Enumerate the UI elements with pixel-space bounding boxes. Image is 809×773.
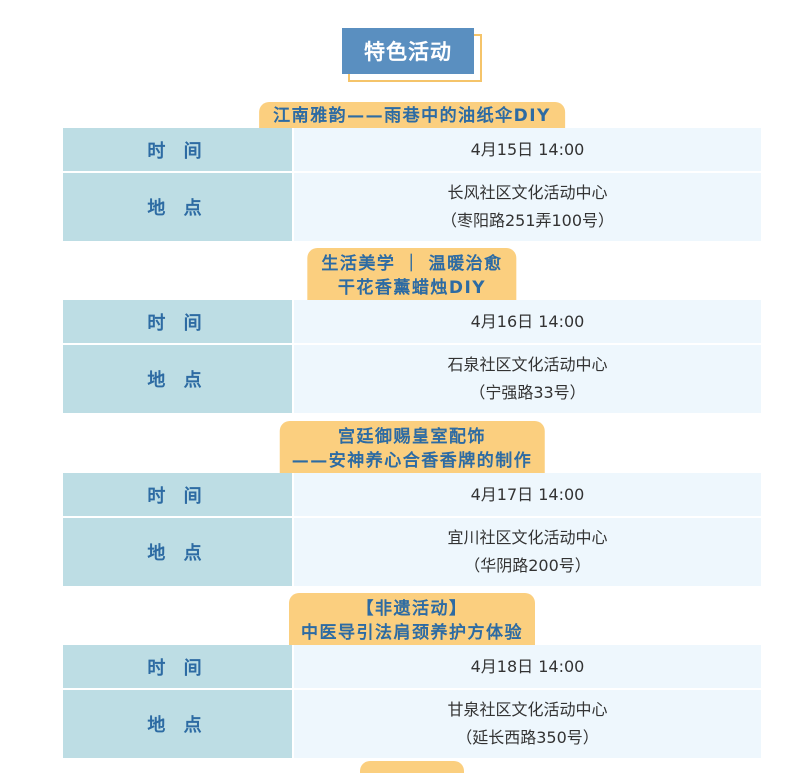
event-time: 4月15日 14:00 — [470, 139, 585, 159]
place-label: 地 点 — [63, 345, 292, 413]
time-label: 时 间 — [63, 473, 292, 516]
venue-address: （华阴路200号） — [464, 556, 591, 575]
event-time: 4月17日 14:00 — [470, 484, 585, 504]
venue-address: （延长西路350号） — [456, 728, 599, 747]
event-title-line: 江南雅韵——雨巷中的油纸伞DIY — [273, 106, 551, 126]
time-row: 时 间 4月18日 14:00 — [63, 645, 761, 688]
event-title-line: ——安神养心合香香牌的制作 — [291, 451, 533, 471]
time-label: 时 间 — [63, 128, 292, 171]
section-title: 特色活动 — [342, 28, 474, 74]
venue-name: 宜川社区文化活动中心 — [447, 528, 608, 547]
venue-name: 长风社区文化活动中心 — [447, 183, 608, 202]
section-header: 特色活动 — [342, 28, 482, 82]
place-label: 地 点 — [63, 690, 292, 758]
venue-name: 甘泉社区文化活动中心 — [447, 700, 608, 719]
venue-address: （宁强路33号） — [469, 383, 586, 402]
event-card: 【非遗活动】 中医导引法肩颈养护方体验 时 间 4月18日 14:00 地 点 … — [63, 593, 761, 758]
event-title-line: 宫廷御赐皇室配饰 — [338, 427, 486, 447]
place-value: 石泉社区文化活动中心 （宁强路33号） — [294, 345, 761, 413]
time-row: 时 间 4月17日 14:00 — [63, 473, 761, 516]
venue-name: 石泉社区文化活动中心 — [447, 355, 608, 374]
event-title-line: 生活美学 ｜ 温暖治愈 — [321, 254, 503, 274]
time-value: 4月17日 14:00 — [294, 473, 761, 516]
venue-address: （枣阳路251弄100号） — [440, 211, 615, 230]
time-value: 4月15日 14:00 — [294, 128, 761, 171]
time-row: 时 间 4月16日 14:00 — [63, 300, 761, 343]
event-card: 生活美学 ｜ 温暖治愈 干花香薰蜡烛DIY 时 间 4月16日 14:00 地 … — [63, 248, 761, 413]
place-row: 地 点 甘泉社区文化活动中心 （延长西路350号） — [63, 690, 761, 758]
place-label: 地 点 — [63, 173, 292, 241]
event-title-line: 【非遗活动】 — [356, 599, 468, 619]
event-title-line: 干花香薰蜡烛DIY — [337, 278, 487, 298]
time-row: 时 间 4月15日 14:00 — [63, 128, 761, 171]
place-row: 地 点 宜川社区文化活动中心 （华阴路200号） — [63, 518, 761, 586]
event-title: 江南雅韵——雨巷中的油纸伞DIY — [259, 102, 565, 128]
place-row: 地 点 长风社区文化活动中心 （枣阳路251弄100号） — [63, 173, 761, 241]
place-value: 长风社区文化活动中心 （枣阳路251弄100号） — [294, 173, 761, 241]
place-label: 地 点 — [63, 518, 292, 586]
event-title-line: 中医导引法肩颈养护方体验 — [301, 623, 523, 643]
event-time: 4月16日 14:00 — [470, 311, 585, 331]
time-label: 时 间 — [63, 645, 292, 688]
place-value: 宜川社区文化活动中心 （华阴路200号） — [294, 518, 761, 586]
time-label: 时 间 — [63, 300, 292, 343]
event-title: 生活美学 ｜ 温暖治愈 干花香薰蜡烛DIY — [307, 248, 517, 300]
event-time: 4月18日 14:00 — [470, 656, 585, 676]
event-card: 宫廷御赐皇室配饰 ——安神养心合香香牌的制作 时 间 4月17日 14:00 地… — [63, 421, 761, 586]
time-value: 4月16日 14:00 — [294, 300, 761, 343]
place-row: 地 点 石泉社区文化活动中心 （宁强路33号） — [63, 345, 761, 413]
event-title: 【非遗活动】 中医导引法肩颈养护方体验 — [289, 593, 535, 645]
event-card: 江南雅韵——雨巷中的油纸伞DIY 时 间 4月15日 14:00 地 点 长风社… — [63, 102, 761, 241]
event-title: 宫廷御赐皇室配饰 ——安神养心合香香牌的制作 — [279, 421, 545, 473]
place-value: 甘泉社区文化活动中心 （延长西路350号） — [294, 690, 761, 758]
next-event-title-tab — [360, 761, 464, 773]
time-value: 4月18日 14:00 — [294, 645, 761, 688]
